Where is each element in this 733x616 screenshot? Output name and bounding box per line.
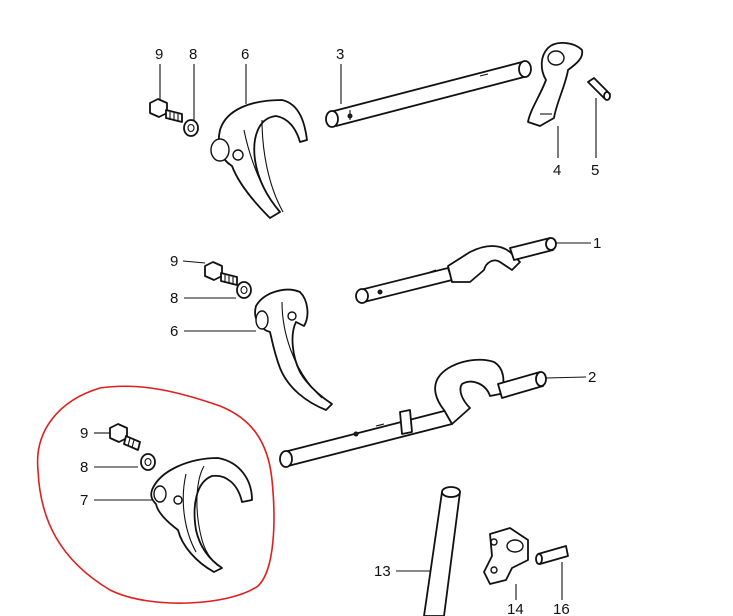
selector-block-part-14: [483, 527, 529, 585]
part-number-label-13: 13: [374, 563, 391, 580]
washer-part-8-lower: [140, 453, 156, 471]
part-number-label-9-lower: 9: [80, 425, 88, 442]
washer-part-8-top: [183, 119, 199, 137]
washer-part-8-middle: [236, 281, 252, 299]
part-number-label-6-top: 6: [241, 46, 249, 63]
part-number-label-9-top: 9: [155, 46, 163, 63]
part-number-label-16: 16: [553, 601, 570, 616]
part-number-label-8-lower: 8: [80, 459, 88, 476]
part-number-label-1: 1: [593, 235, 601, 252]
part-number-label-8-middle: 8: [170, 290, 178, 307]
leader-lines: [94, 64, 597, 600]
shift-rod-part-2: [279, 358, 547, 468]
pin-part-16: [535, 545, 569, 565]
part-number-label-2: 2: [588, 369, 596, 386]
part-number-label-9-middle: 9: [170, 253, 178, 270]
part-number-label-7: 7: [80, 492, 88, 509]
part-number-label-6-middle: 6: [170, 323, 178, 340]
bolt-part-9-lower: [109, 423, 141, 451]
selector-lever-part-4: [527, 42, 584, 127]
shift-rod-part-13: [423, 486, 461, 616]
red-highlight-outline: [36, 385, 275, 604]
part-number-label-4: 4: [553, 162, 561, 179]
bolt-part-9-middle: [204, 261, 238, 286]
shift-rod-part-3: [325, 60, 532, 128]
part-number-label-5: 5: [591, 162, 599, 179]
part-number-label-14: 14: [507, 601, 524, 616]
shift-rod-part-1: [355, 237, 557, 304]
pin-part-5: [587, 77, 611, 101]
shift-fork-part-7: [150, 457, 253, 573]
bolt-part-9-top: [149, 98, 183, 123]
shift-fork-part-6-middle: [254, 288, 333, 411]
part-number-label-8-top: 8: [189, 46, 197, 63]
shift-fork-part-6-top: [210, 99, 308, 219]
part-number-label-3: 3: [336, 46, 344, 63]
